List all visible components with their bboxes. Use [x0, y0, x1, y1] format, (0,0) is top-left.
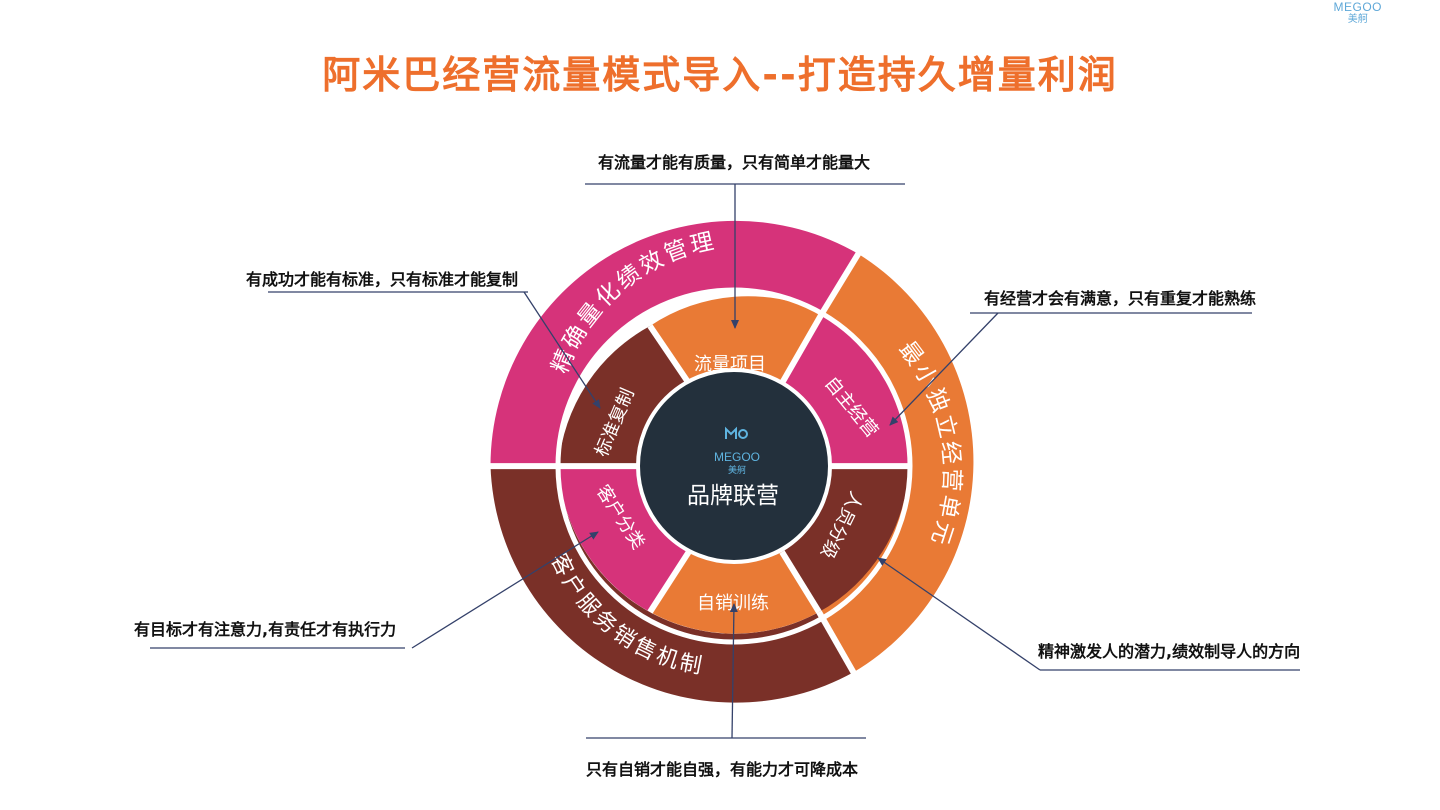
inner-label-top: 流量项目: [694, 354, 766, 375]
annotation-bottom: 只有自销才能自强，有能力才可降成本: [586, 760, 859, 779]
annotation-right: 有经营才会有满意，只有重复才能熟练: [984, 289, 1257, 308]
center-logo-en: MEGOO: [714, 450, 760, 464]
segment-outer-bottom-left: [490, 466, 854, 703]
segment-inner-top-left: [558, 326, 690, 467]
brand-logo: MEGOO 美舸: [1333, 1, 1382, 25]
svg-text:流量项目: 流量项目: [694, 354, 766, 375]
segment-inner-bottom-left: [558, 466, 690, 612]
segment-inner-bottom-right: [782, 466, 909, 612]
brand-logo-cn: 美舸: [1347, 14, 1368, 25]
center-logo-icon: [725, 426, 748, 439]
annotation-bottom-right: 精神激发人的潜力,绩效制导人的方向: [1038, 642, 1301, 661]
center-hub: [636, 368, 832, 564]
center-logo-cn: 美舸: [728, 464, 746, 476]
ring-separators: [488, 249, 909, 677]
center-label: 品牌联营: [687, 483, 779, 509]
segment-inner-top: [650, 296, 823, 385]
annotation-lines: [150, 183, 1300, 739]
annotation-top: 有流量才能有质量，只有简单才能量大: [598, 153, 871, 172]
annotation-bottom-left: 有目标才有注意力,有责任才有执行力: [134, 620, 397, 639]
brand-logo-en: MEGOO: [1333, 0, 1382, 14]
segment-inner-bottom: [650, 550, 819, 634]
segment-outer-top-left: [490, 220, 859, 467]
segment-inner-top-right: [782, 312, 910, 467]
inner-label-bottom: 自销训练: [697, 593, 769, 614]
segment-outer-right: [819, 253, 974, 673]
annotation-top-left: 有成功才能有标准，只有标准才能复制: [246, 270, 519, 289]
page-title: 阿米巴经营流量模式导入--打造持久增量利润: [322, 53, 1118, 97]
